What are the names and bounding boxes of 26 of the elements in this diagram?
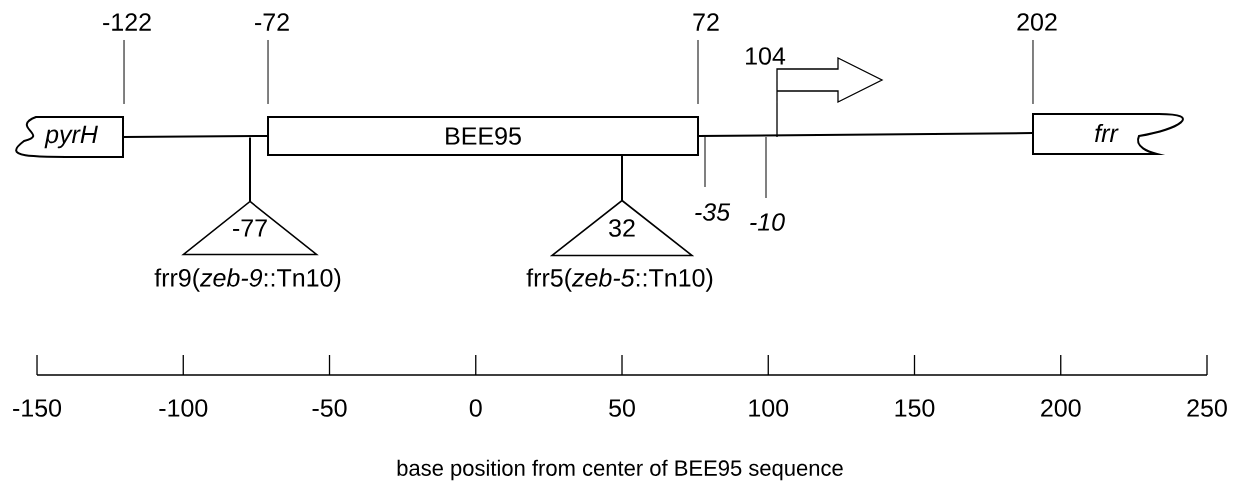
position-label: -35 [695, 203, 731, 221]
gene-box: pyrH [15, 116, 124, 159]
gene-box: frr [1032, 113, 1184, 155]
allele-label: frr9(zeb-9::Tn10) [154, 268, 341, 292]
axis-tick-label: -100 [159, 399, 208, 417]
axis-tick-label: 100 [749, 399, 789, 417]
axis-tick-label: 150 [895, 399, 935, 417]
position-label: 104 [746, 47, 786, 65]
axis-tick-label: -50 [312, 399, 347, 417]
allele-label: frr5(zeb-5::Tn10) [526, 268, 713, 292]
axis-tick-label: 200 [1041, 399, 1081, 417]
position-label: -10 [750, 213, 785, 231]
connector-line [122, 135, 269, 138]
sequence-box: BEE95 [267, 116, 699, 156]
axis-title: base position from center of BEE95 sequence [397, 459, 843, 481]
axis-tick-label: -150 [13, 399, 62, 417]
position-label: -72 [255, 13, 289, 31]
axis-tick-label: 0 [469, 399, 482, 417]
connector-line [249, 136, 251, 203]
position-label: 72 [693, 13, 719, 31]
axis-tick-label: 250 [1187, 399, 1227, 417]
connector-line [621, 154, 623, 202]
position-label: -122 [103, 13, 151, 31]
axis-tick-label: 50 [609, 399, 635, 417]
position-label: 202 [1017, 13, 1057, 31]
connector-line [697, 132, 1034, 137]
